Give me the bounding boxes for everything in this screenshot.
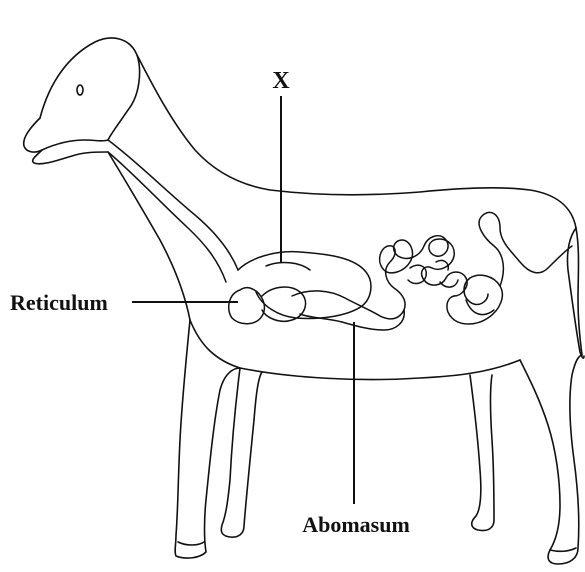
label-x: X [272, 68, 290, 94]
small-intestine [380, 236, 467, 310]
abomasum [292, 291, 404, 330]
front-leg-near [175, 320, 240, 558]
hoof-rear-near [550, 548, 576, 551]
sheep-throat [108, 152, 190, 320]
sheep-jaw [33, 150, 108, 164]
reticulum [229, 288, 265, 324]
front-leg-far [221, 368, 262, 537]
colon-descending [479, 212, 572, 286]
large-intestine [447, 275, 502, 324]
label-abomasum: Abomasum [302, 512, 410, 537]
sheep-muzzle [24, 118, 108, 152]
hoof-front-near [178, 542, 204, 545]
oesophagus-inner [108, 152, 226, 282]
rear-leg-far [470, 375, 494, 531]
eye [77, 85, 83, 95]
label-reticulum: Reticulum [10, 290, 108, 315]
sheep-head [40, 38, 140, 140]
sheep-back [137, 55, 582, 355]
oesophagus [108, 140, 238, 270]
rear-leg-near [520, 355, 582, 564]
rumen-fold [266, 263, 310, 270]
